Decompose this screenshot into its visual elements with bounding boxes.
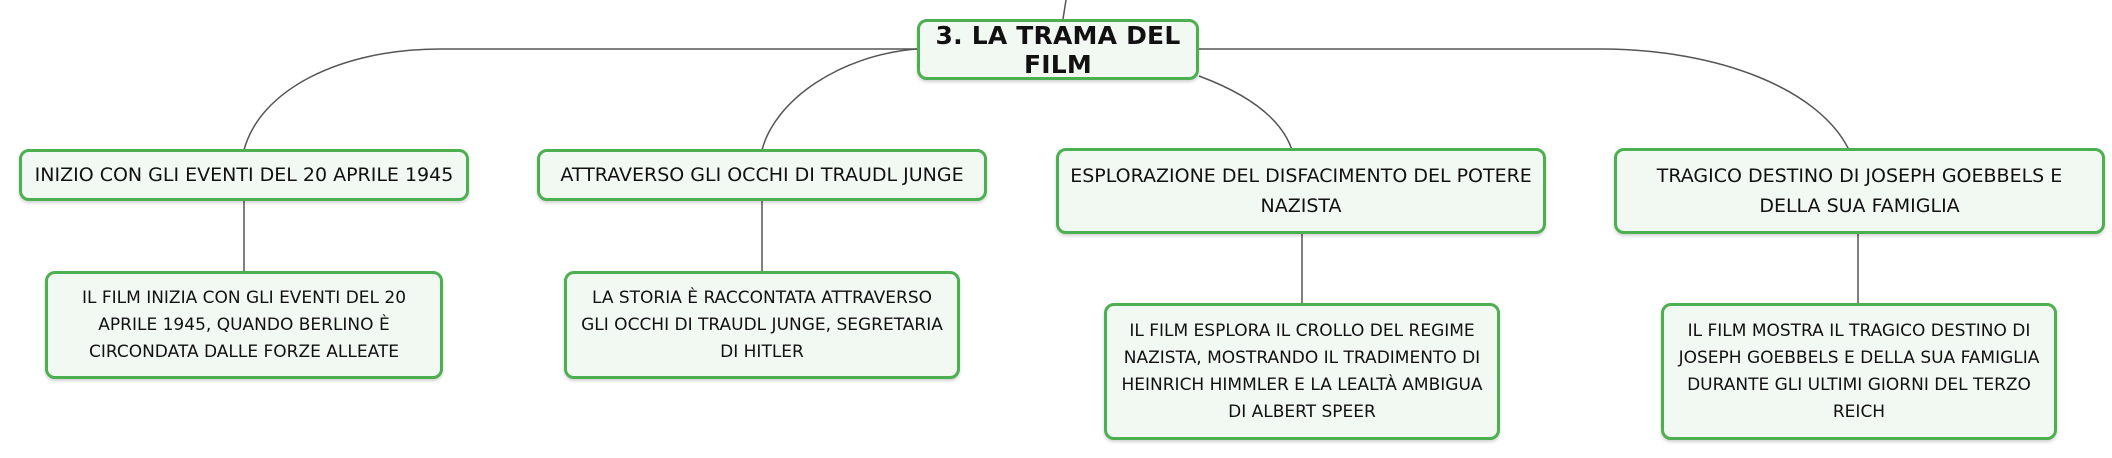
connector-root-topic-2 (761, 48, 918, 151)
detail-node-3[interactable]: IL FILM ESPLORA IL CROLLO DEL REGIME NAZ… (1104, 303, 1500, 440)
topic-node-3[interactable]: ESPLORAZIONE DEL DISFACIMENTO DEL POTERE… (1056, 148, 1546, 234)
topic-label: TRAGICO DESTINO DI JOSEPH GOEBBELS E DEL… (1656, 165, 2063, 217)
central-topic-label: 3. LA TRAMA DEL FILM (935, 20, 1181, 79)
topic-node-2[interactable]: ATTRAVERSO GLI OCCHI DI TRAUDL JUNGE (537, 149, 987, 201)
detail-node-4[interactable]: IL FILM MOSTRA IL TRAGICO DESTINO DI JOS… (1661, 303, 2057, 440)
topic-node-4[interactable]: TRAGICO DESTINO DI JOSEPH GOEBBELS E DEL… (1614, 148, 2105, 234)
detail-text: IL FILM ESPLORA IL CROLLO DEL REGIME NAZ… (1121, 320, 1483, 422)
connector-root-topic-3 (1198, 75, 1293, 151)
detail-text: IL FILM INIZIA CON GLI EVENTI DEL 20 APR… (81, 287, 407, 362)
detail-node-1[interactable]: IL FILM INIZIA CON GLI EVENTI DEL 20 APR… (45, 271, 443, 379)
detail-text: IL FILM MOSTRA IL TRAGICO DESTINO DI JOS… (1678, 320, 2040, 422)
topic-node-1[interactable]: INIZIO CON GLI EVENTI DEL 20 APRILE 1945 (19, 149, 469, 201)
topic-label: INIZIO CON GLI EVENTI DEL 20 APRILE 1945 (34, 164, 454, 186)
topic-label: ATTRAVERSO GLI OCCHI DI TRAUDL JUNGE (560, 164, 964, 186)
central-topic[interactable]: 3. LA TRAMA DEL FILM (917, 19, 1199, 80)
detail-node-2[interactable]: LA STORIA È RACCONTATA ATTRAVERSO GLI OC… (564, 271, 960, 379)
topic-label: ESPLORAZIONE DEL DISFACIMENTO DEL POTERE… (1070, 165, 1532, 217)
connector-root-topic-1 (243, 48, 917, 151)
connector-parent (1062, 0, 1067, 20)
detail-text: LA STORIA È RACCONTATA ATTRAVERSO GLI OC… (581, 287, 943, 362)
connector-root-topic-4 (1199, 48, 1850, 151)
